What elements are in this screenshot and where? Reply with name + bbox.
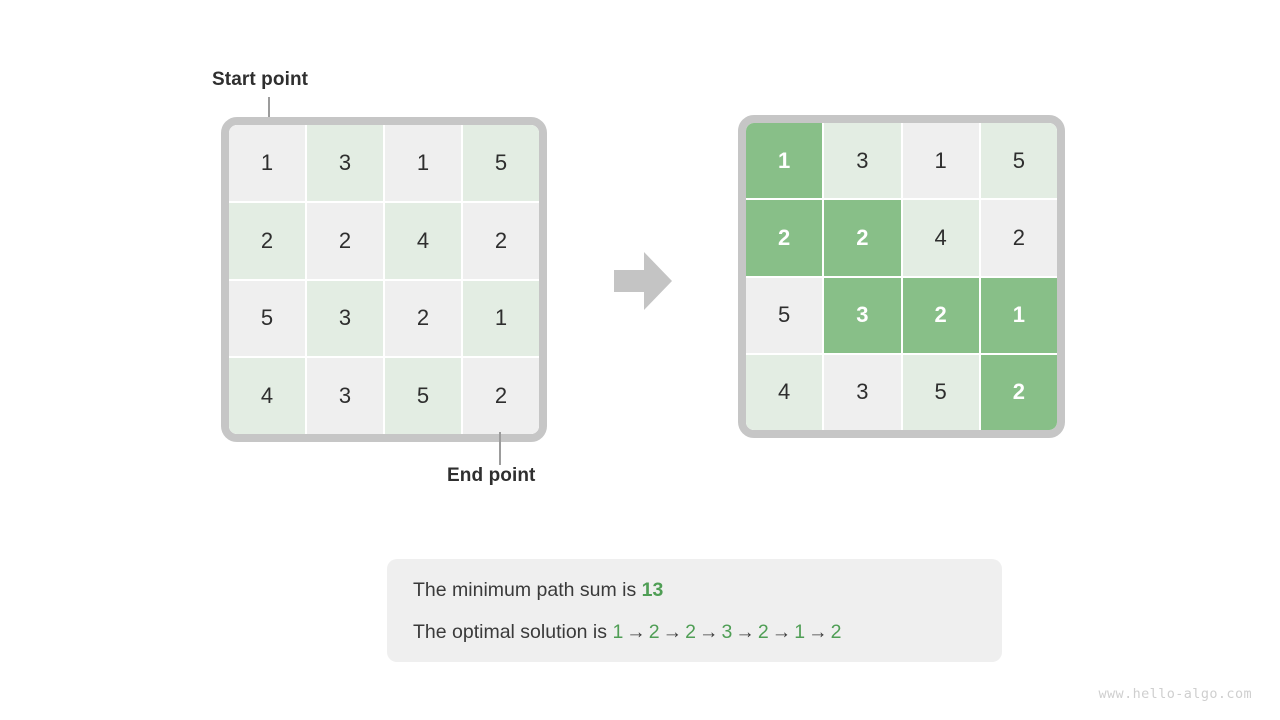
path-step-3: 3 — [721, 620, 733, 643]
grid-cell-r3-c3: 2 — [980, 354, 1057, 430]
grid-cell-r3-c0: 4 — [229, 358, 305, 434]
path-arrow-icon: → — [626, 620, 646, 643]
grid-cell-r2-c1: 3 — [824, 277, 901, 353]
path-arrow-icon: → — [735, 620, 755, 643]
grid-cell-r2-c0: 5 — [746, 277, 823, 353]
grid-cell-r2-c1: 3 — [307, 280, 383, 357]
grid-cell-r2-c2: 2 — [902, 277, 979, 353]
grid-cell-r2-c3: 1 — [463, 280, 539, 357]
path-step-4: 2 — [757, 620, 769, 643]
end-point-label: End point — [447, 465, 536, 486]
grid-cell-r0-c0: 1 — [229, 125, 305, 201]
start-point-label: Start point — [212, 69, 309, 90]
grid-cell-r3-c2: 5 — [385, 358, 461, 434]
path-arrow-icon: → — [662, 620, 683, 643]
grid-cell-r1-c2: 4 — [385, 202, 461, 279]
optimal-path-sequence: 1→2→2→3→2→1→2 — [612, 621, 841, 643]
grid-cell-r0-c0: 1 — [746, 123, 823, 199]
minimum-path-sum-value: 13 — [641, 579, 664, 601]
grid-cell-r0-c3: 5 — [463, 125, 539, 201]
caption-solution-prefix: The optimal solution is — [413, 620, 613, 643]
path-arrow-icon: → — [808, 620, 828, 643]
path-step-5: 1 — [794, 620, 806, 643]
grid-cell-r0-c1: 3 — [307, 125, 383, 201]
path-step-6: 2 — [830, 620, 842, 643]
grid-cell-r2-c0: 5 — [229, 280, 305, 357]
grid-cell-r1-c0: 2 — [229, 202, 305, 279]
grid-cell-r3-c1: 3 — [824, 354, 901, 430]
caption-sum-prefix: The minimum path sum is — [413, 579, 642, 601]
grid-cell-r0-c2: 1 — [385, 125, 461, 201]
grid-cell-r3-c1: 3 — [307, 358, 383, 434]
end-point-leader-line — [499, 432, 501, 465]
path-step-1: 2 — [648, 620, 660, 643]
grid-cell-r1-c1: 2 — [824, 200, 901, 276]
grid-cell-r1-c3: 2 — [980, 200, 1057, 276]
path-arrow-icon: → — [771, 620, 792, 643]
grid-cell-r0-c2: 1 — [902, 123, 979, 199]
grid-cell-r1-c0: 2 — [746, 200, 823, 276]
grid-cell-r1-c3: 2 — [463, 202, 539, 279]
grid-cell-r1-c2: 4 — [902, 200, 979, 276]
grid-cell-r3-c2: 5 — [902, 354, 979, 430]
grid-cell-r1-c1: 2 — [307, 202, 383, 279]
grid-cell-r2-c2: 2 — [385, 280, 461, 357]
grid-cell-r3-c3: 2 — [463, 358, 539, 434]
path-arrow-icon: → — [699, 620, 719, 643]
path-step-2: 2 — [685, 620, 697, 643]
caption-line-sum: The minimum path sum is 13 — [413, 579, 976, 601]
caption-line-solution: The optimal solution is 1→2→2→3→2→1→2 — [413, 620, 976, 643]
site-watermark: www.hello-algo.com — [1098, 686, 1252, 702]
grid-cell-r3-c0: 4 — [746, 354, 823, 430]
grid-cell-r0-c1: 3 — [824, 123, 901, 199]
path-step-0: 1 — [612, 620, 624, 643]
right-arrow-icon — [612, 250, 674, 317]
caption-panel: The minimum path sum is 13 The optimal s… — [387, 559, 1002, 662]
grid-cell-r0-c3: 5 — [980, 123, 1057, 199]
grid-cell-r2-c3: 1 — [980, 277, 1057, 353]
